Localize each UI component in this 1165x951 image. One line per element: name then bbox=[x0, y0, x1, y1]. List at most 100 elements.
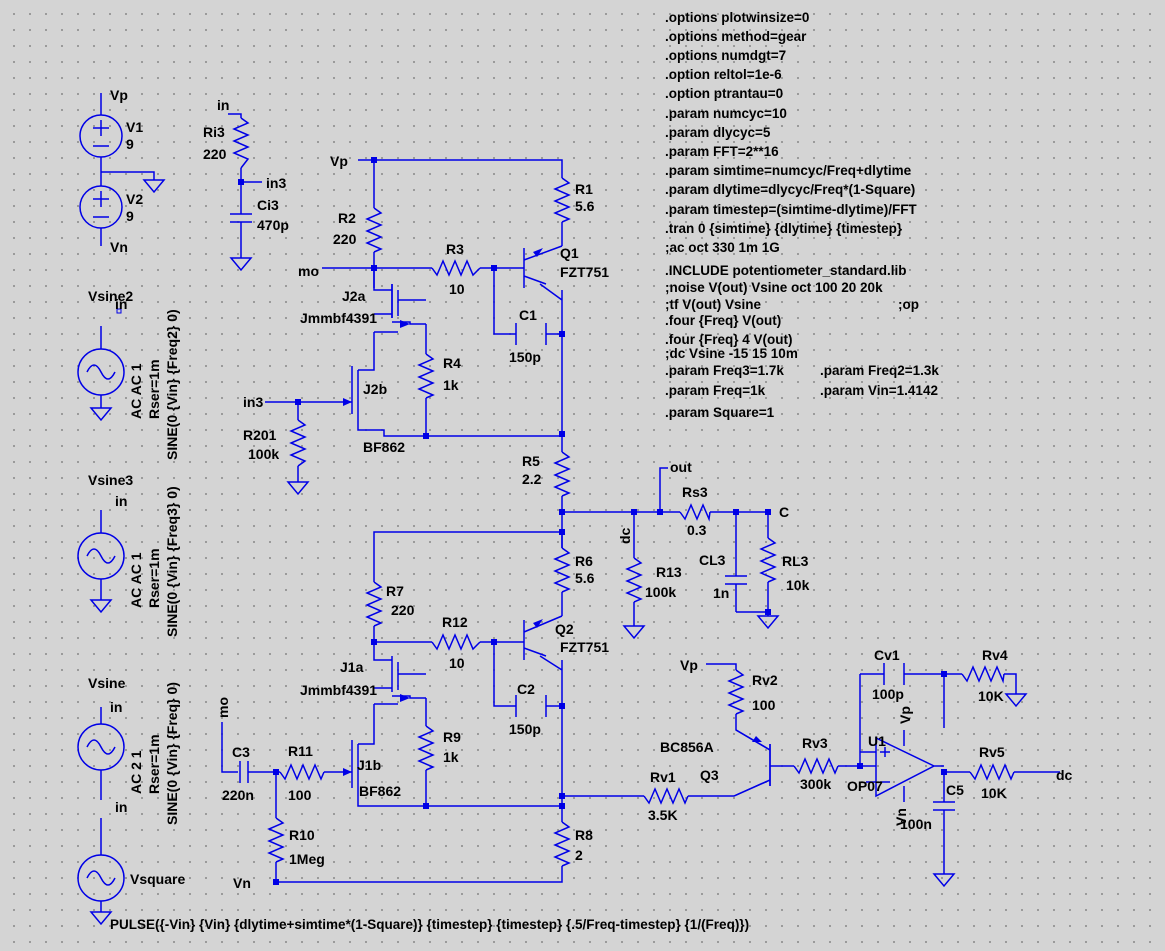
c5-capacitor[interactable] bbox=[933, 801, 955, 811]
ci3-capacitor[interactable] bbox=[230, 213, 252, 223]
rs3-resistor[interactable] bbox=[679, 503, 711, 522]
rv4-resistor[interactable] bbox=[961, 665, 1005, 684]
net-label-vp: Vp bbox=[330, 153, 348, 169]
r8-resistor[interactable] bbox=[553, 821, 571, 867]
net-label-out: out bbox=[670, 459, 692, 475]
r8-name: R8 bbox=[575, 827, 593, 843]
vsine2-source[interactable] bbox=[77, 348, 125, 396]
r7-resistor[interactable] bbox=[365, 581, 383, 627]
u1-value: OP07 bbox=[847, 778, 883, 794]
directive-line: .four {Freq} 4 V(out) bbox=[665, 332, 793, 347]
r5-resistor[interactable] bbox=[553, 451, 571, 497]
v2-source[interactable] bbox=[79, 185, 123, 229]
net-label-in: in bbox=[115, 799, 127, 815]
r201-resistor[interactable] bbox=[289, 419, 307, 467]
r13-resistor[interactable] bbox=[625, 557, 643, 603]
r11-resistor[interactable] bbox=[279, 763, 325, 781]
r6-name: R6 bbox=[575, 553, 593, 569]
j2b-jfet[interactable] bbox=[298, 366, 359, 414]
r2-value: 220 bbox=[333, 231, 357, 247]
r12-resistor[interactable] bbox=[431, 633, 481, 651]
j1b-jfet[interactable] bbox=[324, 740, 359, 788]
vsine-ac: AC 2 1 bbox=[128, 750, 144, 794]
rv5-name: Rv5 bbox=[979, 744, 1005, 760]
r4-resistor[interactable] bbox=[417, 353, 435, 399]
rv2-resistor[interactable] bbox=[727, 669, 745, 715]
r13-value: 100k bbox=[645, 584, 676, 600]
j1a-jfet[interactable] bbox=[391, 656, 426, 699]
r201-name: R201 bbox=[243, 427, 277, 443]
q1-transistor[interactable] bbox=[523, 245, 563, 288]
r6-resistor[interactable] bbox=[553, 547, 571, 593]
vsine2-name: Vsine2 bbox=[88, 288, 133, 304]
rl3-resistor[interactable] bbox=[759, 537, 777, 583]
cl3-capacitor[interactable] bbox=[725, 575, 747, 585]
directive-line: .options plotwinsize=0 bbox=[665, 10, 809, 25]
ground-symbol bbox=[1004, 693, 1028, 708]
r11-value: 100 bbox=[288, 787, 312, 803]
lower-stage: mo Vn R6 5.6 R7 220 R12 10 Q2 FZT751 C2 … bbox=[215, 532, 609, 891]
directive-line: ;noise V(out) Vsine oct 100 20 20k bbox=[665, 280, 883, 295]
ground-symbol bbox=[932, 873, 956, 888]
bias-servo: Vp Rv2 100 BC856A Q3 Rv1 3.5K Rv3 300k C… bbox=[562, 647, 1073, 888]
directive-line: .param Vin=1.4142 bbox=[820, 383, 938, 398]
directive-line: .tran 0 {simtime} {dlytime} {timestep} bbox=[665, 221, 903, 236]
vsine-source[interactable] bbox=[77, 723, 125, 771]
rl3-value: 10k bbox=[786, 577, 810, 593]
r8-value: 2 bbox=[575, 847, 583, 863]
vsquare-source[interactable] bbox=[77, 854, 125, 902]
vsine3-source[interactable] bbox=[77, 532, 125, 580]
directive-line: .option reltol=1e-6 bbox=[665, 67, 782, 82]
u1-opamp[interactable] bbox=[860, 730, 944, 802]
j2a-name: J2a bbox=[342, 288, 366, 304]
r201-value: 100k bbox=[248, 446, 279, 462]
q3-transistor[interactable] bbox=[733, 729, 771, 797]
directive-line: ;tf V(out) Vsine bbox=[665, 297, 761, 312]
ground-symbol bbox=[756, 615, 780, 630]
r3-name: R3 bbox=[446, 241, 464, 257]
r5-name: R5 bbox=[522, 453, 540, 469]
j2b-value: BF862 bbox=[363, 439, 405, 455]
r9-value: 1k bbox=[443, 749, 459, 765]
vsine-name: Vsine bbox=[88, 675, 126, 691]
directive-line: .param Freq=1k bbox=[665, 383, 766, 398]
j1a-value: Jmmbf4391 bbox=[300, 682, 377, 698]
r10-resistor[interactable] bbox=[267, 817, 285, 863]
j2a-jfet[interactable] bbox=[391, 284, 426, 325]
r12-value: 10 bbox=[449, 655, 465, 671]
v1-source[interactable] bbox=[79, 114, 123, 158]
c5-name: C5 bbox=[946, 782, 964, 798]
rv5-resistor[interactable] bbox=[969, 763, 1015, 781]
ground-symbol bbox=[89, 599, 113, 614]
c3-capacitor[interactable] bbox=[239, 761, 249, 783]
rv1-value: 3.5K bbox=[648, 807, 678, 823]
r9-resistor[interactable] bbox=[417, 725, 435, 771]
cv1-capacitor[interactable] bbox=[883, 663, 905, 685]
directive-line: .option ptrantau=0 bbox=[665, 86, 783, 101]
rl3-name: RL3 bbox=[782, 553, 809, 569]
r1-resistor[interactable] bbox=[553, 177, 571, 223]
q1-value: FZT751 bbox=[560, 264, 609, 280]
r12-name: R12 bbox=[442, 614, 468, 630]
r3-resistor[interactable] bbox=[431, 259, 481, 277]
directive-line: .param FFT=2**16 bbox=[665, 144, 779, 159]
rv1-resistor[interactable] bbox=[643, 787, 689, 805]
c2-name: C2 bbox=[517, 681, 535, 697]
c1-capacitor[interactable] bbox=[515, 323, 547, 345]
r2-resistor[interactable] bbox=[365, 207, 383, 253]
c2-capacitor[interactable] bbox=[515, 695, 547, 717]
rv3-name: Rv3 bbox=[802, 735, 828, 751]
r1-value: 5.6 bbox=[575, 198, 595, 214]
r6-value: 5.6 bbox=[575, 570, 595, 586]
input-filter: in Ri3 220 in3 Ci3 470p bbox=[203, 97, 289, 272]
net-label-in: in bbox=[115, 493, 127, 509]
rv4-name: Rv4 bbox=[982, 647, 1008, 663]
directive-line: .param simtime=numcyc/Freq+dlytime bbox=[665, 163, 912, 178]
directive-line: .param dlycyc=5 bbox=[665, 125, 771, 140]
q2-transistor[interactable] bbox=[523, 615, 563, 660]
rs3-name: Rs3 bbox=[682, 484, 708, 500]
ri3-resistor[interactable] bbox=[232, 117, 250, 169]
r3-value: 10 bbox=[449, 281, 465, 297]
rv3-resistor[interactable] bbox=[793, 757, 839, 775]
